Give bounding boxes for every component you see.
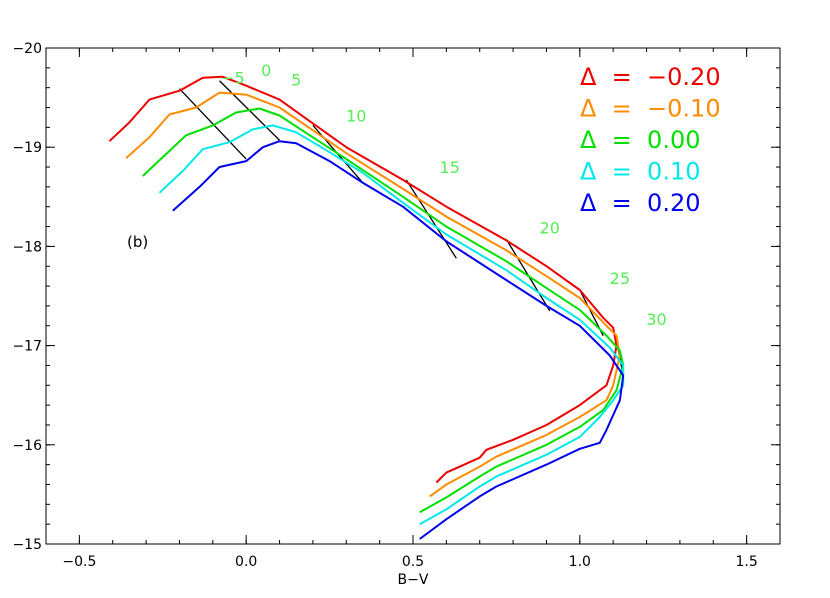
x-tick-label: −0.5 (62, 554, 96, 570)
panel-label: (b) (127, 233, 148, 251)
x-tick-label: 1.5 (736, 554, 758, 570)
legend-entry-4: Δ = 0.10 (580, 158, 700, 186)
series-lines (108, 75, 625, 540)
x-tick-label: 0.5 (402, 554, 424, 570)
age-label: 25 (610, 269, 630, 288)
x-tick-label: 1.0 (569, 554, 591, 570)
y-tick-label: −16 (12, 438, 42, 454)
legend-entry-3: Δ = 0.00 (580, 126, 700, 154)
age-label: 30 (646, 310, 666, 329)
series-line-2 (125, 91, 621, 498)
series-line-4 (158, 124, 625, 526)
age-label: −5 (221, 69, 245, 88)
age-label: 20 (540, 219, 560, 238)
age-label: 0 (261, 61, 271, 80)
age-label: 15 (440, 158, 460, 177)
series-line-5 (172, 140, 625, 540)
legend: Δ = −0.20 Δ = −0.10 Δ = 0.00 Δ = 0.10 Δ = 0.… (580, 63, 721, 217)
legend-entry-2: Δ = −0.10 (580, 95, 721, 123)
axis-ticks: −0.5 0.0 0.5 1.0 1.5 −20 −19 −18 −17 −16 −15 (12, 41, 781, 570)
y-tick-label: −18 (12, 239, 42, 255)
isochron-1 (178, 88, 247, 160)
age-label: 10 (346, 106, 366, 125)
legend-entry-1: Δ = −0.20 (580, 63, 721, 91)
age-label: 5 (291, 71, 301, 90)
y-tick-label: −15 (12, 537, 42, 553)
x-tick-label: 0.0 (235, 554, 257, 570)
series-line-3 (142, 107, 625, 514)
legend-entry-5: Δ = 0.20 (580, 189, 700, 217)
age-annotations: −5 0 5 10 15 20 25 30 (221, 61, 667, 329)
y-tick-label: −20 (12, 41, 42, 57)
series-line-1 (108, 75, 618, 484)
y-tick-label: −17 (12, 339, 42, 355)
isochron-4 (405, 179, 457, 259)
x-axis-label: B−V (398, 572, 429, 588)
y-tick-label: −19 (12, 140, 42, 156)
isochron-lines (178, 80, 624, 376)
